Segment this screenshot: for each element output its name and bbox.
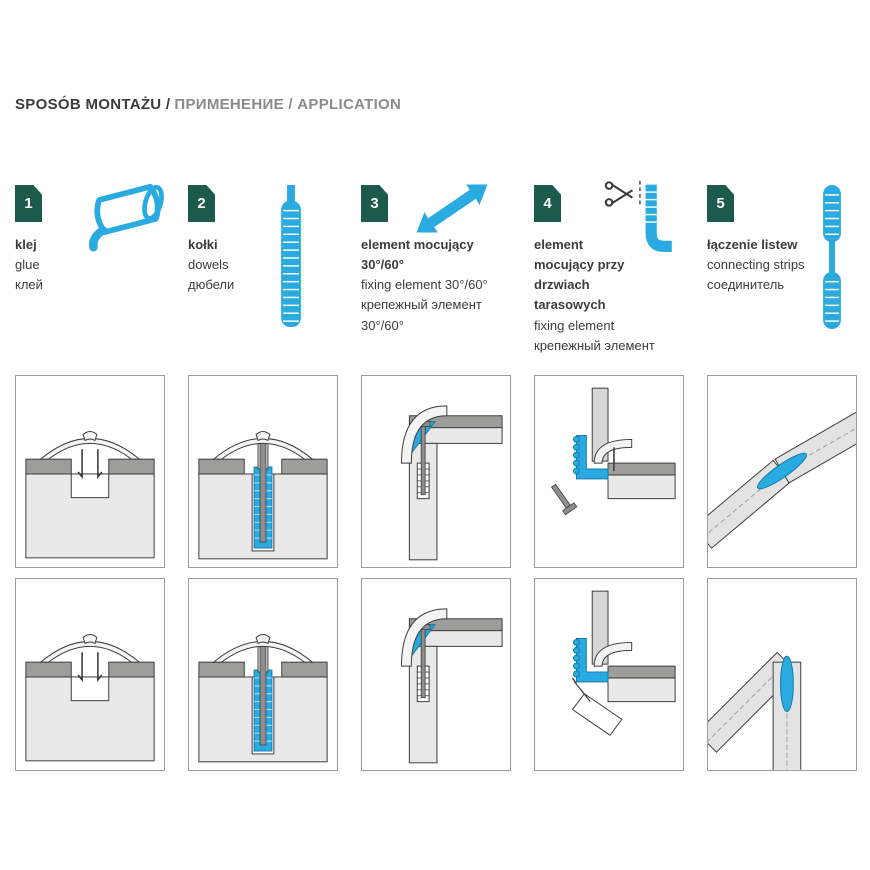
step-labels: klej glue клей — [15, 235, 165, 295]
column-glue: 1 klej glue клей — [15, 183, 165, 775]
diagram-glue-top — [15, 375, 165, 568]
step-number: 4 — [543, 195, 552, 212]
step-1-badge: 1 — [15, 185, 42, 222]
step-diagrams — [15, 375, 165, 781]
step-diagrams — [707, 375, 857, 781]
step-title: element mocujący przy drzwiach tarasowyc… — [534, 237, 625, 313]
step-number: 5 — [716, 195, 725, 212]
method-columns: 1 klej glue клей — [15, 180, 857, 775]
step-subtitle-ru: соединитель — [707, 277, 785, 293]
diagram-terrace-screw — [534, 375, 684, 568]
step-subtitle-ru: крепежный элемент — [534, 337, 655, 353]
step-diagrams — [188, 375, 338, 781]
step-subtitle-en: fixing element — [534, 317, 615, 333]
diagram-dowel-bottom — [188, 578, 338, 771]
step-title: klej — [15, 237, 37, 252]
column-terrace-door-element: 4 — [534, 180, 684, 775]
step-title: łączenie listew — [707, 237, 798, 252]
step-labels: element mocujący 30°/60° fixing element … — [361, 235, 511, 336]
step-diagrams — [534, 375, 684, 781]
step-4-badge: 4 — [534, 185, 561, 222]
scissors-cut-profile-icon — [604, 179, 674, 267]
header-title-primary: SPOSÓB MONTAŻU / — [15, 96, 171, 113]
step-subtitle-ru: дюбели — [188, 277, 235, 293]
step-title: kołki — [188, 237, 218, 252]
step-3-badge: 3 — [361, 185, 388, 222]
glue-tube-icon — [67, 179, 171, 255]
step-labels: łączenie listew connecting strips соедин… — [707, 235, 857, 295]
step-diagrams — [361, 375, 511, 781]
connector-strip-icon — [819, 183, 845, 331]
header-title-secondary: ПРИМЕНЕНИЕ / APPLICATION — [174, 96, 402, 113]
step-2-badge: 2 — [188, 185, 215, 222]
fixing-element-icon — [411, 181, 493, 236]
step-subtitle-en: dowels — [188, 257, 229, 273]
diagram-connector-angle — [707, 375, 857, 568]
step-5-badge: 5 — [707, 185, 734, 222]
step-title: element mocujący 30°/60° — [361, 237, 474, 273]
sheet-header: SPOSÓB MONTAŻU /ПРИМЕНЕНИЕ / APPLICATION — [15, 96, 401, 113]
diagram-connector-corner — [707, 578, 857, 771]
diagram-fixing-top — [361, 375, 511, 568]
step-subtitle-ru: клей — [15, 277, 43, 293]
diagram-fixing-bottom — [361, 578, 511, 771]
step-subtitle-en: fixing element 30°/60° — [361, 277, 488, 293]
step-subtitle-ru: крепежный элемент 30°/60° — [361, 297, 482, 333]
step-subtitle-en: glue — [15, 257, 40, 273]
step-subtitle-en: connecting strips — [707, 257, 805, 273]
diagram-terrace-glue — [534, 578, 684, 771]
step-labels: kołki dowels дюбели — [188, 235, 338, 295]
diagram-dowel-top — [188, 375, 338, 568]
column-dowels: 2 — [188, 183, 338, 775]
column-connecting-strips: 5 — [707, 183, 857, 775]
step-labels: element mocujący przy drzwiach tarasowyc… — [534, 235, 684, 356]
step-number: 2 — [197, 195, 206, 212]
column-fixing-element: 3 element mocujący 30°/60° fixing elemen… — [361, 184, 511, 775]
step-number: 3 — [370, 195, 379, 212]
step-number: 1 — [24, 195, 33, 212]
dowel-icon — [278, 183, 304, 331]
diagram-glue-bottom — [15, 578, 165, 771]
